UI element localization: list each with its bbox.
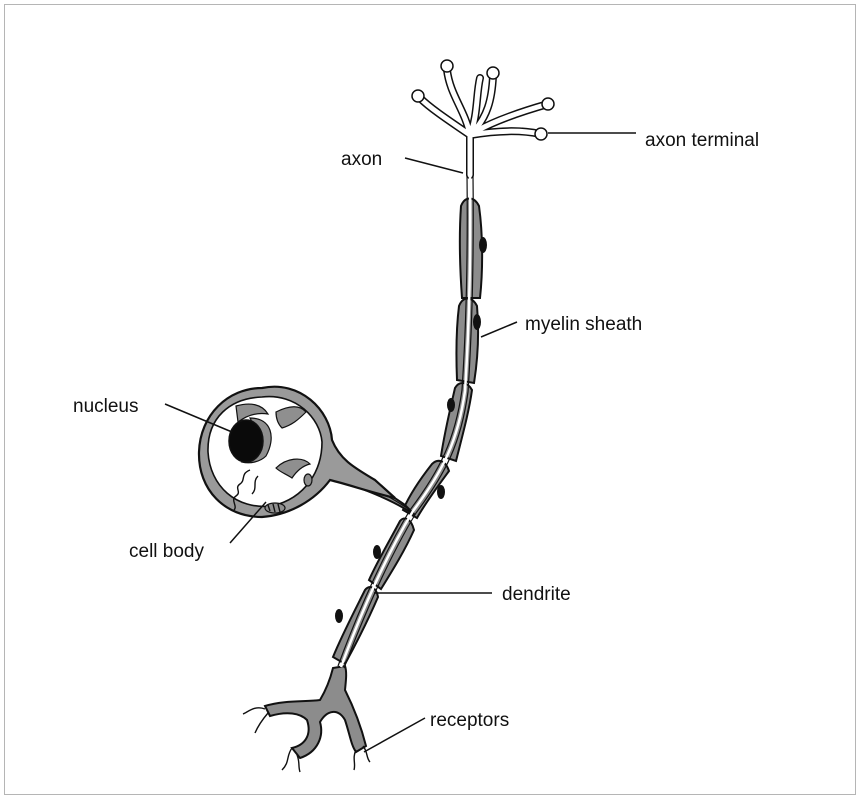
label-axon: axon: [341, 149, 382, 170]
leader-myelin-sheath: [481, 322, 517, 337]
leader-axon: [405, 158, 463, 173]
label-dendrite: dendrite: [502, 584, 571, 605]
dendrite-fork: [265, 666, 366, 758]
schwann-nucleus: [473, 314, 481, 330]
schwann-nucleus: [447, 398, 455, 412]
terminal-bulb: [535, 128, 547, 140]
label-myelin-sheath: myelin sheath: [525, 314, 642, 335]
nucleus-shape: [229, 420, 263, 462]
terminal-bulb: [542, 98, 554, 110]
terminal-bulb: [441, 60, 453, 72]
terminal-bulb: [412, 90, 424, 102]
schwann-nucleus: [437, 485, 445, 499]
label-axon-terminal: axon terminal: [645, 130, 759, 151]
label-cell-body: cell body: [129, 541, 204, 562]
axon-terminal-branches: [412, 60, 554, 175]
labels: axon terminal axon myelin sheath nucleus…: [73, 130, 759, 731]
cell-body: [199, 387, 395, 517]
schwann-nucleus: [373, 545, 381, 559]
leader-receptors: [364, 718, 425, 752]
schwann-nucleus: [335, 609, 343, 623]
label-nucleus: nucleus: [73, 396, 139, 417]
label-receptors: receptors: [430, 710, 509, 731]
vesicle: [304, 474, 312, 486]
terminal-bulb: [487, 67, 499, 79]
schwann-nucleus: [479, 237, 487, 253]
